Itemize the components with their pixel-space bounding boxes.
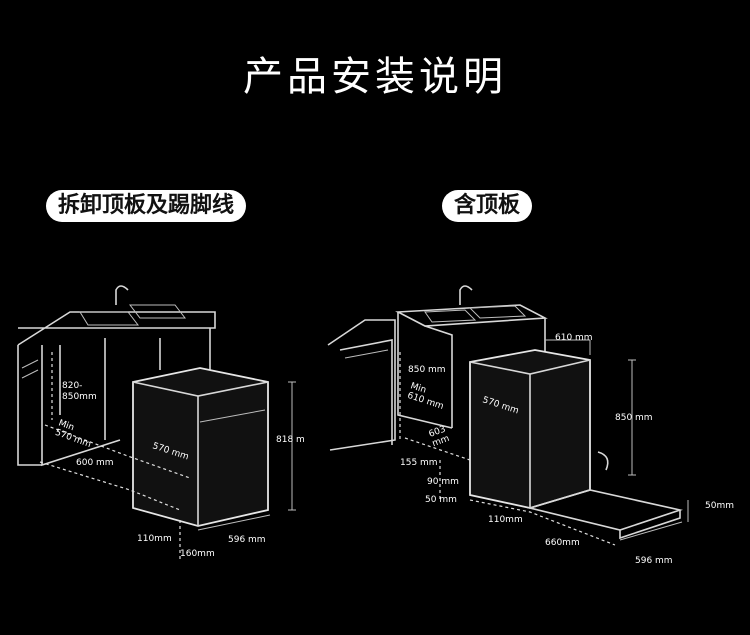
left-dim-width: 596 mm: [228, 535, 266, 545]
left-dim-min-depth: Min570 mm: [54, 418, 96, 450]
right-dim-leg-2: 50 mm: [425, 495, 457, 505]
right-dim-cabinet-height: 850 mm: [408, 365, 446, 375]
left-dim-height-range: 820-850mm: [62, 381, 97, 402]
right-dim-side: 155 mm: [400, 458, 438, 468]
right-dim-min-depth: Min610 mm: [406, 381, 448, 412]
right-dim-opening-width: 610 mm: [555, 333, 593, 343]
left-dim-toe-height: 110mm: [137, 534, 172, 544]
left-dishwasher: [132, 367, 269, 527]
right-diagram-label: 含顶板: [442, 190, 533, 222]
right-dim-width: 596 mm: [635, 556, 673, 566]
left-kitchen-cabinet: [17, 285, 296, 560]
page-title: 产品安装说明: [243, 54, 507, 100]
left-dim-height: 818 m: [276, 435, 305, 445]
right-dim-leg-1: 90 mm: [427, 477, 459, 487]
right-kitchen-cabinet: [327, 285, 689, 546]
right-dim-door-clearance: 603mm: [428, 424, 451, 449]
right-dim-toe: 110mm: [488, 515, 523, 525]
left-dim-toe-depth: 160mm: [180, 549, 215, 559]
left-diagram-label: 拆卸顶板及踢脚线: [46, 190, 247, 222]
right-dim-door-thickness: 50mm: [705, 501, 734, 511]
right-dim-door-depth: 660mm: [545, 538, 580, 548]
right-dim-height: 850 mm: [615, 413, 653, 423]
left-dim-cabinet-width: 600 mm: [76, 458, 114, 468]
